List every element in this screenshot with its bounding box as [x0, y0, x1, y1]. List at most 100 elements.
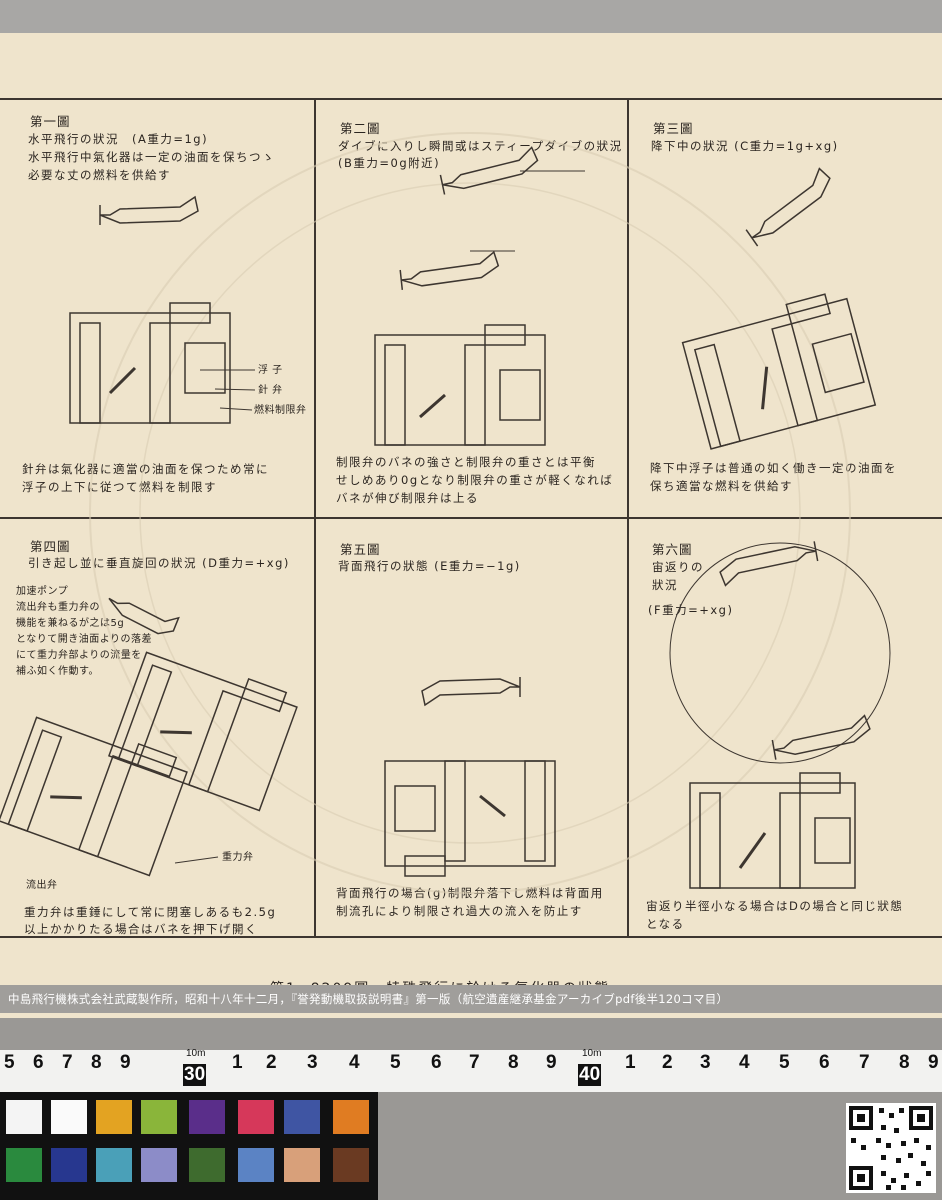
ruler-digit: 1 — [232, 1052, 243, 1073]
label-outflow-valve: 流出弁 — [26, 880, 58, 891]
plane-icon-4 — [745, 167, 831, 247]
label-gravity-valve: 重力弁 — [222, 852, 254, 863]
color-swatch — [189, 1148, 225, 1182]
panel-1-body-2: 必要な丈の燃料を供給す — [28, 168, 171, 182]
panel-6-note-1: 宙返り半徑小なる場合はDの場合と同じ狀態 — [646, 899, 904, 913]
grid-line-left — [314, 98, 316, 937]
ruler-digit: 7 — [859, 1052, 870, 1073]
panel-3-note-1: 降下中浮子は普通の如く働き一定の油面を — [650, 461, 897, 475]
scale-ruler — [0, 1050, 942, 1092]
panel-6-heading: 宙返りの — [652, 560, 704, 574]
color-swatch — [284, 1148, 320, 1182]
document-sheet: 第一圖 水平飛行の狀況 (A重力=1g) 水平飛行中氣化器は一定の油面を保ちつゝ… — [0, 33, 942, 1018]
color-swatch — [238, 1100, 274, 1134]
plane-icon-5 — [108, 597, 180, 635]
panel-6-heading-2: 狀況 — [652, 578, 678, 592]
ruler-digit: 6 — [431, 1052, 442, 1073]
color-swatch — [6, 1100, 42, 1134]
carburetor-diagram-5 — [384, 760, 556, 877]
ruler-digit: 4 — [349, 1052, 360, 1073]
panel-4-side-4: となりて開き油面よりの落差 — [16, 634, 152, 645]
ruler-digit: 5 — [4, 1052, 15, 1073]
panel-2-title: 第二圖 — [340, 121, 381, 136]
color-swatch — [96, 1100, 132, 1134]
panel-5-note-2: 制流孔により制限され過大の流入を防止す — [336, 904, 583, 918]
ruler-digit: 6 — [33, 1052, 44, 1073]
plane-icon-6 — [421, 677, 521, 707]
diagram-illustrations — [0, 132, 891, 894]
panel-4-side-3: 機能を兼ねるが之は5g — [16, 618, 125, 629]
archive-credit-text: 中島飛行機株式会社武蔵製作所，昭和十八年十二月，『誉発動機取扱説明書』第一版（航… — [8, 992, 729, 1006]
panel-2-note-1: 制限弁のバネの強さと制限弁の重さとは平衡 — [336, 455, 596, 469]
panel-4-title: 第四圖 — [30, 539, 71, 554]
label-needle-valve: 針 弁 — [258, 385, 283, 396]
color-swatch — [141, 1148, 177, 1182]
panel-6-heading-3: (F重力=+xg) — [648, 603, 734, 617]
panel-1-note-1: 針弁は氣化器に適當の油面を保つため常に — [22, 462, 269, 476]
panel-2-note-3: バネが伸び制限弁は上る — [336, 491, 479, 505]
panel-3-title: 第三圖 — [653, 121, 694, 136]
color-swatch — [189, 1100, 225, 1134]
color-swatch — [6, 1148, 42, 1182]
ruler-digit: 2 — [266, 1052, 277, 1073]
panel-4-side-2: 流出弁も重力弁の — [16, 602, 100, 613]
panel-4-side-5: にて重力弁部よりの流量を — [16, 650, 142, 661]
ruler-digit: 9 — [120, 1052, 131, 1073]
ruler-digit: 5 — [390, 1052, 401, 1073]
panel-5-heading: 背面飛行の狀態 (E重力=−1g) — [338, 559, 521, 573]
ruler-unit-mark: 10m — [186, 1048, 206, 1059]
color-swatch — [51, 1148, 87, 1182]
panel-4-side-1: 加速ポンプ — [16, 586, 69, 597]
plane-icon-8 — [771, 714, 871, 760]
carburetor-diagram-6 — [689, 772, 856, 889]
color-calibration-chart — [0, 1092, 378, 1200]
panel-6-note-2: となる — [646, 917, 685, 931]
scan-background-top — [0, 0, 942, 33]
plane-icon-7 — [719, 541, 819, 587]
panel-4-note-2: 以上かかりたる場合はバネを押下げ開く — [24, 922, 258, 936]
carburetor-diagram-1 — [69, 302, 231, 424]
grid-line-bottom — [0, 936, 942, 938]
ruler-digit: 7 — [62, 1052, 73, 1073]
color-swatch — [333, 1148, 369, 1182]
ruler-digit: 7 — [469, 1052, 480, 1073]
color-swatch — [96, 1148, 132, 1182]
color-swatch — [141, 1100, 177, 1134]
color-swatch — [284, 1100, 320, 1134]
carburetor-diagram-3 — [681, 293, 877, 450]
carburetor-diagram-4b — [0, 716, 188, 877]
watermark-seal-icon — [89, 132, 851, 894]
panel-2-note-2: せしめあり0gとなり制限弁の重さが軽くなれば — [336, 473, 614, 487]
panel-3-note-2: 保ち適當な燃料を供給す — [650, 479, 793, 493]
grid-line-top — [0, 98, 942, 100]
ruler-unit-mark: 10m — [582, 1048, 602, 1059]
panel-4-note-1: 重力弁は重錘にして常に閉塞しあるも2.5g — [24, 905, 277, 919]
ruler-digit: 6 — [819, 1052, 830, 1073]
panel-5-title: 第五圖 — [340, 542, 381, 557]
panel-3-heading: 降下中の狀況 (C重力=1g+xg) — [651, 139, 839, 153]
color-swatch — [238, 1148, 274, 1182]
color-swatch — [51, 1100, 87, 1134]
plane-icon-3 — [399, 250, 500, 290]
grid-line-middle — [0, 517, 942, 519]
panel-1-body-1: 水平飛行中氣化器は一定の油面を保ちつゝ — [28, 150, 275, 164]
ruler-digit: 3 — [700, 1052, 711, 1073]
ruler-digit: 3 — [307, 1052, 318, 1073]
ruler-digit: 8 — [508, 1052, 519, 1073]
ruler-major-digit: 40 — [578, 1064, 602, 1086]
panel-4-side-6: 補ふ如く作動す。 — [16, 666, 99, 677]
ruler-digit: 1 — [625, 1052, 636, 1073]
ruler-digit: 9 — [546, 1052, 557, 1073]
loop-path-circle — [669, 542, 891, 764]
ruler-digit: 8 — [91, 1052, 102, 1073]
panel-2-heading-2: (B重力=0g附近) — [338, 156, 441, 170]
color-swatch — [333, 1100, 369, 1134]
ruler-digit: 2 — [662, 1052, 673, 1073]
qr-code-icon — [846, 1103, 936, 1193]
plane-icon-2 — [439, 146, 539, 195]
panel-6-title: 第六圖 — [652, 542, 693, 557]
plane-icon-1 — [99, 195, 199, 225]
label-fuel-limit-valve: 燃料制限弁 — [254, 405, 307, 416]
ruler-digit: 9 — [928, 1052, 939, 1073]
ruler-digit: 5 — [779, 1052, 790, 1073]
